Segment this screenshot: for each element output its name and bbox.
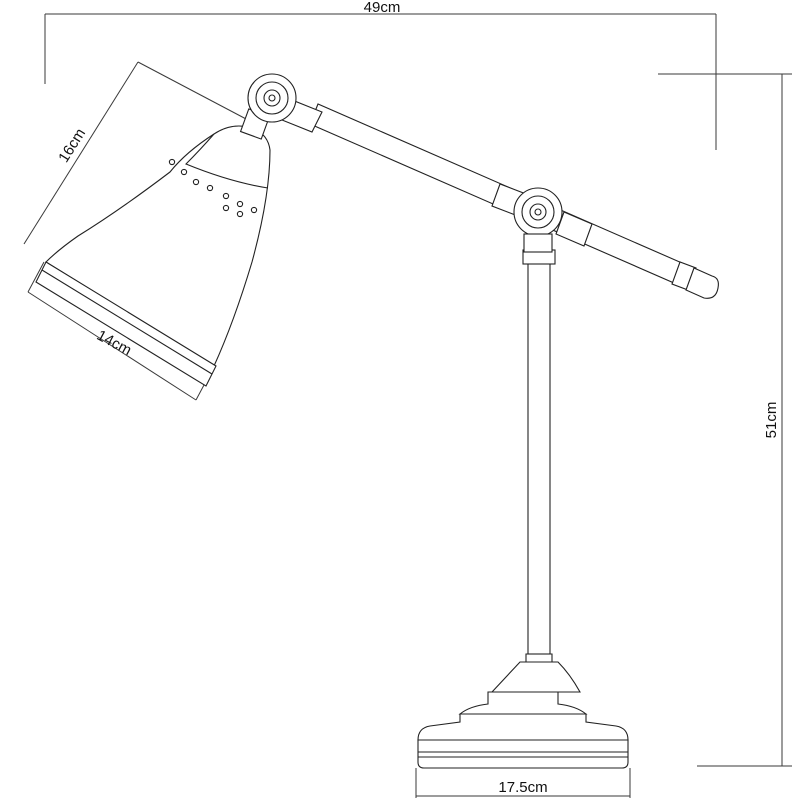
base-diameter-dimension: 17.5cm — [415, 768, 631, 798]
base-diameter-label: 17.5cm — [498, 779, 547, 796]
lamp-arm — [281, 99, 719, 299]
top-pivot-screw-icon — [268, 94, 276, 102]
shade-diameter-left-extension — [27, 261, 45, 293]
shade-diameter-dimension-line — [27, 291, 197, 401]
lamp-shade — [35, 125, 271, 387]
shade-vent-holes — [168, 158, 258, 218]
vent-hole-icon — [180, 168, 188, 176]
top-pivot-inner — [263, 89, 281, 107]
height-label: 51cm — [763, 402, 780, 439]
middle-pivot-neck — [523, 233, 553, 253]
lamp-base — [417, 653, 629, 769]
width-dimension: 49cm — [44, 0, 717, 150]
base-step — [458, 691, 588, 715]
base-plate — [417, 739, 629, 769]
vent-hole-icon — [236, 210, 244, 218]
arm-mid-sleeve-right — [555, 211, 593, 247]
vent-hole-icon — [206, 184, 214, 192]
shade-rim — [35, 261, 217, 387]
shade-height-top-extension — [137, 61, 249, 121]
arm-end-knob — [685, 267, 719, 299]
middle-pivot-screw-icon — [534, 208, 542, 216]
shade-height-dimension-line — [23, 61, 139, 245]
vent-hole-icon — [250, 206, 258, 214]
shade-rim-edge — [41, 269, 213, 375]
shade-body — [45, 125, 271, 367]
middle-pivot-inner — [529, 203, 547, 221]
vent-hole-icon — [236, 200, 244, 208]
top-pivot-joint — [239, 73, 297, 140]
height-dimension: 51cm — [697, 74, 792, 767]
vent-hole-icon — [222, 192, 230, 200]
shade-height-label: 16cm — [55, 126, 89, 166]
base-dome — [417, 713, 629, 741]
stem-tube — [527, 261, 551, 655]
lamp-stem — [522, 249, 556, 655]
middle-pivot-joint — [513, 187, 563, 253]
vent-hole-icon — [222, 204, 230, 212]
width-label: 49cm — [364, 0, 401, 16]
shade-neck-line — [185, 133, 269, 189]
base-collar — [490, 653, 581, 693]
vent-hole-icon — [192, 178, 200, 186]
vent-hole-icon — [168, 158, 176, 166]
